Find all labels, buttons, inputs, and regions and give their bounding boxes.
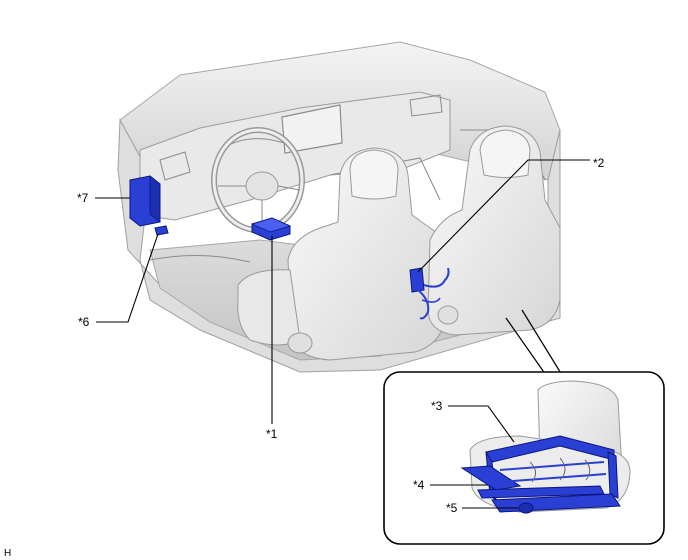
callout-7: *7 bbox=[77, 191, 89, 205]
component-7-ecu bbox=[129, 175, 161, 227]
callout-4: *4 bbox=[413, 478, 425, 492]
callout-labels: *7 *6 *1 *2 *3 *4 *5 H bbox=[4, 156, 605, 559]
component-2-harness bbox=[409, 267, 450, 320]
figure-code: H bbox=[4, 548, 11, 559]
callout-6: *6 bbox=[78, 315, 90, 329]
callout-2: *2 bbox=[593, 156, 605, 170]
component-1-module bbox=[250, 217, 292, 241]
detail-seat-frame bbox=[460, 435, 621, 514]
leader-6 bbox=[96, 233, 159, 323]
component-6-sensor bbox=[154, 225, 169, 236]
detail-pointer bbox=[505, 309, 563, 379]
left-body-panel bbox=[117, 118, 561, 373]
leader-2 bbox=[417, 159, 590, 273]
leader-3 bbox=[448, 405, 515, 443]
right-front-seat bbox=[427, 125, 561, 336]
callout-3: *3 bbox=[431, 399, 443, 413]
callout-1: *1 bbox=[266, 427, 278, 441]
left-front-seat bbox=[237, 147, 446, 361]
callout-5: *5 bbox=[446, 501, 458, 515]
leader-lines bbox=[95, 159, 590, 509]
